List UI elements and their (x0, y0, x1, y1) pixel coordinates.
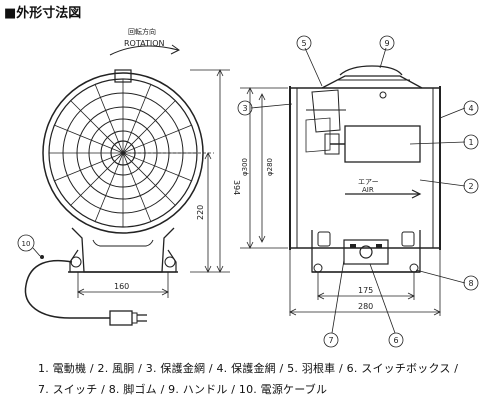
foot-rubber-left (70, 256, 82, 268)
callout-circle-2 (463, 178, 479, 194)
air-label-en: AIR (362, 186, 374, 194)
callout-circle-8 (463, 275, 479, 291)
callout-5: 5 (301, 39, 306, 48)
power-plug (109, 310, 147, 326)
callout-10: 10 (22, 240, 31, 248)
callout-8: 8 (468, 279, 473, 288)
front-stand (71, 227, 175, 273)
parts-legend-line-2: 7. スイッチ / 8. 脚ゴム / 9. ハンドル / 10. 電源ケーブル (38, 383, 328, 396)
switch (343, 239, 389, 265)
callout-7: 7 (328, 336, 333, 345)
air-label-jp: エアー (358, 178, 379, 186)
dim-width-160: 160 (114, 282, 129, 291)
impeller (311, 89, 341, 133)
page-title: ■外形寸法図 (4, 6, 82, 21)
callout-circle-9 (379, 35, 395, 51)
callout-3: 3 (242, 104, 247, 113)
callout-circle-5 (296, 35, 312, 51)
callout-9: 9 (384, 39, 389, 48)
front-view: 回転方向 ROTATION (24, 27, 241, 326)
dim-diameter-280: φ280 (266, 158, 274, 176)
side-view: エアー AIR (240, 65, 441, 316)
power-cable (24, 259, 110, 319)
foot-rubber-side-right (409, 263, 419, 273)
callout-circle-6 (388, 332, 404, 348)
rotation-arrow (109, 45, 179, 56)
callout-circle-10 (17, 234, 35, 252)
dim-height-220: 220 (196, 205, 205, 220)
dim-length-175: 175 (358, 286, 373, 295)
callout-circle-1 (463, 134, 479, 150)
rotation-label-jp: 回転方向 (128, 27, 156, 36)
dim-height-394: 394 (232, 180, 241, 195)
switch-box (321, 75, 423, 89)
motor (344, 125, 421, 163)
side-base (311, 230, 421, 273)
foot-rubber-right (164, 256, 176, 268)
callouts (17, 35, 479, 348)
callout-2: 2 (468, 182, 473, 191)
dimension-drawing: 回転方向 ROTATION (17, 27, 479, 348)
dim-length-280: 280 (358, 302, 373, 311)
dim-diameter-300: φ300 (241, 158, 249, 176)
parts-legend-line-1: 1. 電動機 / 2. 風胴 / 3. 保護金網 / 4. 保護金網 / 5. … (38, 362, 459, 375)
callout-4: 4 (468, 104, 473, 113)
callout-1: 1 (468, 138, 473, 147)
side-handle (339, 65, 403, 76)
callout-circle-3 (237, 100, 253, 116)
callout-circle-4 (463, 100, 479, 116)
callout-circle-7 (323, 332, 339, 348)
rotation-label-en: ROTATION (124, 39, 165, 48)
front-dimension-lines (77, 69, 230, 298)
callout-6: 6 (393, 336, 398, 345)
foot-rubber-side-left (313, 263, 323, 273)
side-dimension-lines (240, 87, 441, 316)
fan-housing (289, 87, 441, 249)
